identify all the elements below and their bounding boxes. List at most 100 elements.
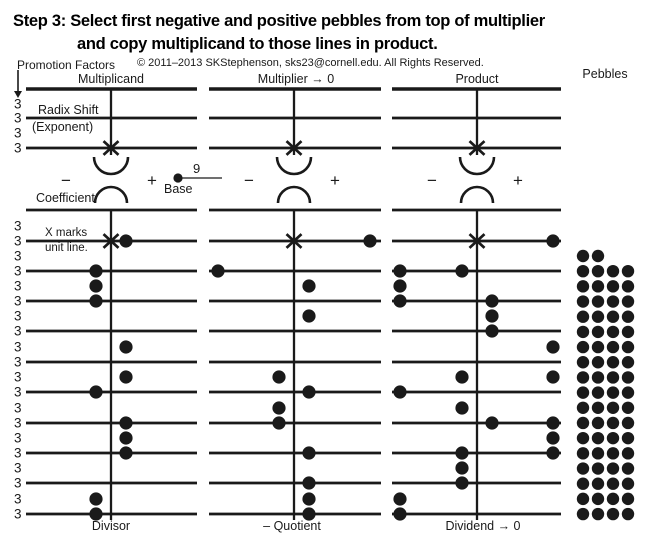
promotion-factor-label: 3 [14, 324, 22, 339]
stash-pebble [576, 507, 590, 521]
pebble [119, 370, 133, 384]
pebble [485, 324, 499, 338]
pebbles-multiplicand [89, 234, 133, 521]
stash-pebble [621, 295, 635, 308]
stash-pebble [591, 477, 605, 490]
x-mark-icon [285, 233, 303, 249]
promotion-factor-label: 3 [14, 446, 22, 461]
stash-pebble [576, 310, 590, 323]
pebble [272, 416, 286, 430]
stash-pebble [621, 386, 635, 399]
stash-pebble [606, 477, 620, 490]
stash-pebble [576, 462, 590, 475]
promotion-factor-label: 3 [14, 340, 22, 355]
stash-pebble [621, 416, 635, 430]
x-mark-icon [468, 233, 486, 249]
x-marks-label-line2: unit line. [45, 242, 88, 254]
stash-pebble [591, 401, 605, 414]
stash-pebble [606, 447, 620, 460]
stash-pebble [606, 492, 620, 506]
x-mark-icon [102, 140, 120, 156]
pebble [455, 401, 469, 415]
stash-pebble [606, 462, 620, 475]
stash-pebble [591, 340, 605, 354]
stash-pebble [621, 492, 635, 506]
pebble [546, 340, 560, 354]
stash-pebble [621, 356, 635, 369]
promotion-factor-label: 3 [14, 219, 22, 234]
stash-pebble [576, 356, 590, 369]
stash-pebble [576, 477, 590, 490]
pebble [546, 234, 560, 248]
cap-arc-icon [459, 185, 495, 204]
stash-pebble [621, 280, 635, 293]
promotion-factor-label: 3 [14, 461, 22, 476]
pebble [393, 385, 407, 399]
promotion-factor-label: 3 [14, 416, 22, 431]
coefficient-label: Coefficient [36, 191, 95, 205]
stash-pebble [606, 340, 620, 354]
pebble [546, 431, 560, 445]
stash-pebble [621, 325, 635, 339]
pebble [393, 264, 407, 278]
column-product: −+ [392, 87, 561, 521]
pebble [302, 309, 316, 323]
pebble [485, 294, 499, 308]
x-stroke [102, 233, 120, 249]
pebble [119, 446, 133, 460]
stash-pebble [606, 431, 620, 445]
pebble [455, 370, 469, 384]
copyright-notice: © 2011–2013 SKStephenson, sks23@cornell.… [137, 57, 484, 69]
stash-pebble [576, 340, 590, 354]
plus-sign: + [330, 171, 340, 190]
pebble [393, 279, 407, 293]
pebble [89, 507, 103, 521]
pebble [302, 385, 316, 399]
x-stroke [468, 140, 486, 156]
promotion-factor-label: 3 [14, 355, 22, 370]
stash-pebble [621, 477, 635, 490]
minus-sign: − [427, 171, 437, 190]
pebble [485, 416, 499, 430]
promotion-factor-label: 3 [14, 370, 22, 385]
promotion-factor-label: 3 [14, 431, 22, 446]
stash-pebble [606, 386, 620, 399]
stash-pebble [621, 447, 635, 460]
pebble [119, 340, 133, 354]
cup-arc-icon [92, 156, 130, 176]
stash-pebble [591, 416, 605, 430]
stash-pebble [606, 416, 620, 430]
pebble [393, 492, 407, 506]
pebble [546, 370, 560, 384]
plus-sign: + [147, 171, 157, 190]
stash-pebble [621, 462, 635, 475]
radix-shift-label: Radix Shift [38, 103, 99, 117]
stash-pebble [591, 325, 605, 339]
stash-pebble [591, 431, 605, 445]
page-title: Step 3: Select first negative and positi… [13, 10, 545, 56]
stash-pebble [576, 431, 590, 445]
stash-pebble [606, 371, 620, 384]
stash-pebble [621, 264, 635, 278]
stash-pebble [606, 325, 620, 339]
stash-pebble [591, 371, 605, 384]
stash-pebble [621, 371, 635, 384]
pebble [455, 446, 469, 460]
stash-pebble [591, 295, 605, 308]
x-mark-icon [285, 140, 303, 156]
stash-pebble [576, 280, 590, 293]
stash-pebble [591, 386, 605, 399]
pebble [393, 294, 407, 308]
minus-sign: − [61, 171, 71, 190]
x-stroke [285, 140, 303, 156]
pebble [89, 294, 103, 308]
title-line-1: Step 3: Select first negative and positi… [13, 12, 545, 30]
stash-pebble [576, 249, 590, 263]
promotion-factor-label: 3 [14, 476, 22, 491]
stash-pebble [621, 507, 635, 521]
column-header-multiplicand: Multiplicand [77, 72, 145, 86]
promotion-factor-label: 3 [14, 279, 22, 294]
promotion-factor-label: 3 [14, 111, 22, 126]
column-header-multiplier: Multiplier → 0 [257, 72, 335, 86]
